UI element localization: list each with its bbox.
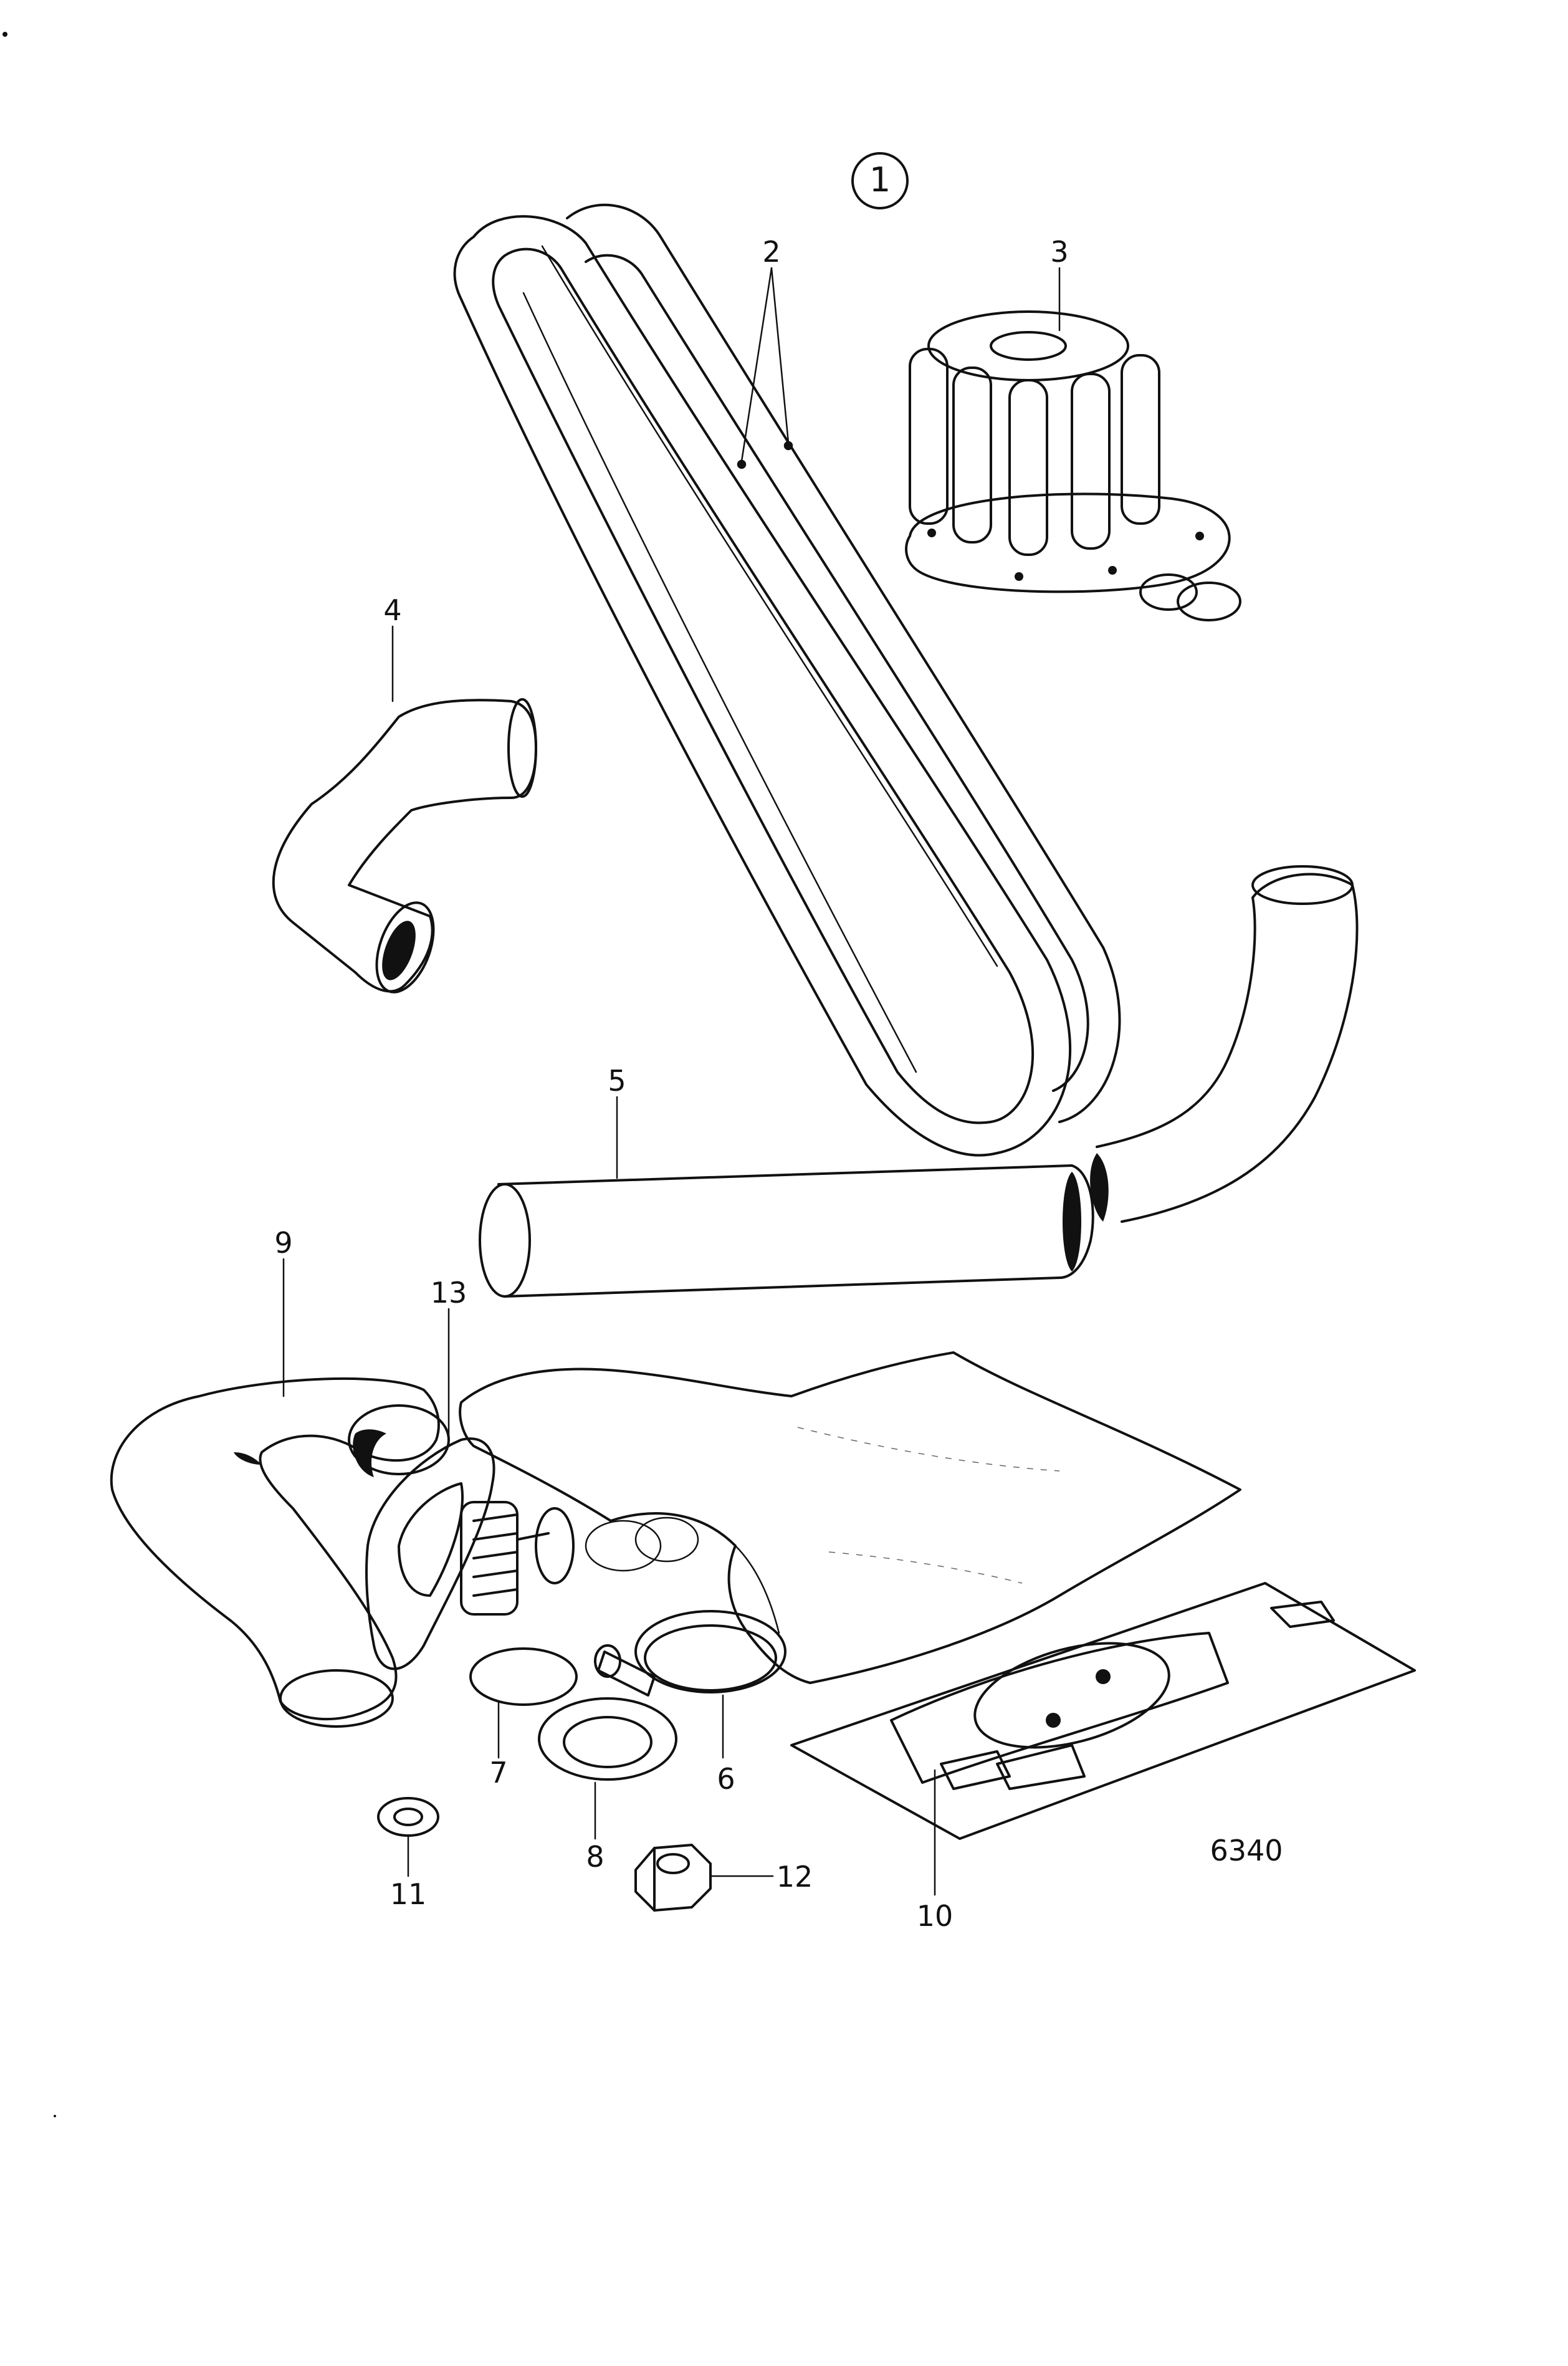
callouts: 2 3 4 5 6 7 8 9 10 11 12 13 (274, 235, 1068, 1933)
callout-8: 8 (586, 1840, 604, 1874)
scan-specks (2, 32, 56, 2117)
callout-12: 12 (777, 1860, 813, 1894)
gasket-kit-blister (790, 1582, 1416, 1840)
callout-5: 5 (608, 1064, 626, 1098)
u-hose (110, 1377, 450, 1728)
drive-belts (453, 203, 1121, 1157)
washer (377, 1797, 439, 1837)
callout-10: 10 (917, 1899, 954, 1933)
drawing-number: 6340 (1210, 1834, 1283, 1867)
hose-clamp (594, 1610, 786, 1697)
straight-hose (479, 865, 1359, 1298)
o-ring (469, 1647, 578, 1706)
parts-bag (459, 1351, 1241, 1684)
kit-marker: 1 (851, 152, 909, 209)
callout-13: 13 (431, 1276, 467, 1310)
callout-6: 6 (717, 1762, 735, 1796)
thermostat (365, 1437, 575, 1670)
gasket-ring (538, 1697, 677, 1781)
callout-7: 7 (489, 1756, 507, 1789)
callout-2: 2 (762, 235, 780, 269)
elbow-hose (272, 698, 537, 994)
kit-number: 1 (869, 160, 891, 199)
callout-9: 9 (274, 1226, 292, 1260)
impeller (905, 310, 1241, 621)
callout-11: 11 (390, 1877, 427, 1911)
nut (634, 1844, 712, 1912)
callout-4: 4 (383, 593, 401, 627)
callout-3: 3 (1050, 235, 1068, 269)
leader-lines (282, 267, 1061, 1896)
